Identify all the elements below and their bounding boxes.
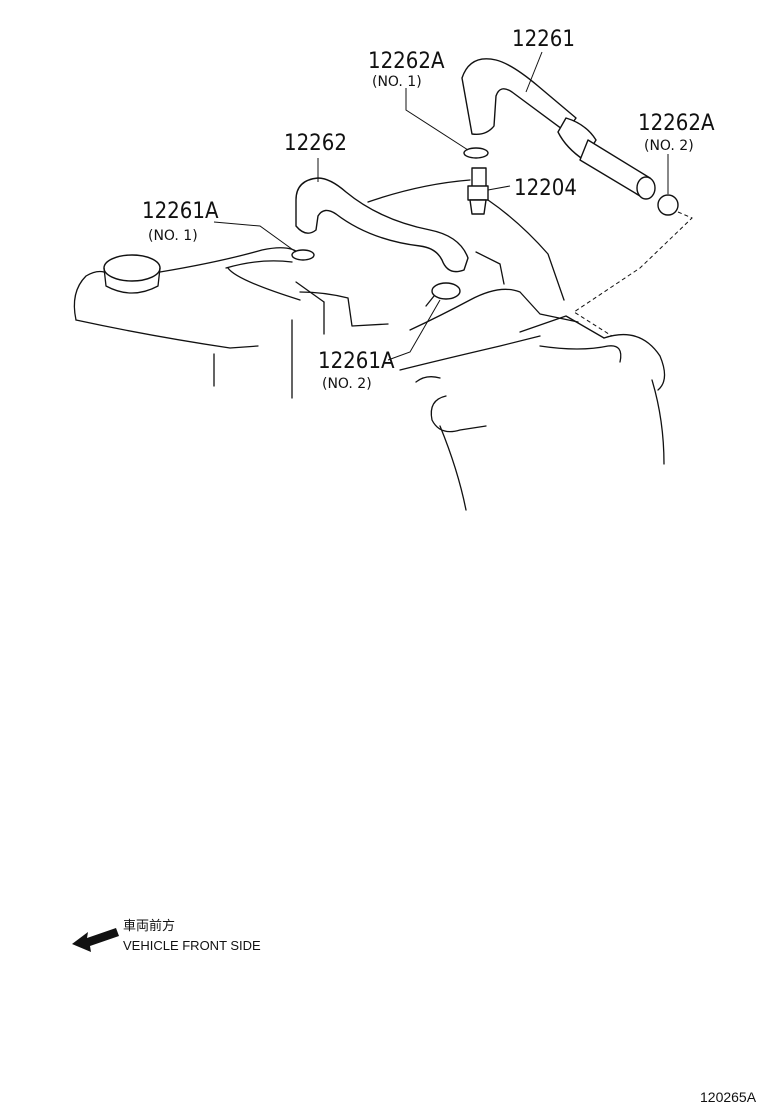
part-note-label: (NO. 2) xyxy=(644,138,694,154)
callout-12261: 12261 xyxy=(512,27,575,52)
clamp-12261a-no2 xyxy=(425,282,461,307)
hose-12262 xyxy=(295,177,469,273)
part-note-label: (NO. 1) xyxy=(148,228,198,244)
callout-12204: 12204 xyxy=(514,176,577,201)
legend-en-label: VEHICLE FRONT SIDE xyxy=(123,938,261,953)
legend-jp-label: 車両前方 xyxy=(123,918,175,933)
part-number-label: 12262A xyxy=(368,49,445,74)
callout-12262: 12262 xyxy=(284,131,347,156)
callout-12262a-no1: 12262A (NO. 1) xyxy=(368,49,445,90)
callout-12261a-no2: 12261A (NO. 2) xyxy=(318,349,395,392)
valve-12204 xyxy=(467,167,489,215)
part-number-label: 12262A xyxy=(638,111,715,136)
part-note-label: (NO. 1) xyxy=(372,74,422,90)
figure-id: 120265A xyxy=(700,1089,757,1105)
engine-outline xyxy=(73,179,666,511)
clamp-12261a-no1 xyxy=(291,249,315,261)
part-number-label: 12261A xyxy=(142,199,219,224)
part-number-label: 12204 xyxy=(514,176,577,201)
leader-lines xyxy=(213,51,693,361)
callout-12262a-no2: 12262A (NO. 2) xyxy=(638,111,715,154)
part-number-label: 12261A xyxy=(318,349,395,374)
part-number-label: 12261 xyxy=(512,27,575,52)
arrow-left-icon xyxy=(72,928,119,952)
callout-12261a-no1: 12261A (NO. 1) xyxy=(142,199,219,244)
part-note-label: (NO. 2) xyxy=(322,376,372,392)
hose-12261 xyxy=(461,58,656,200)
clamp-12262a-no1 xyxy=(463,147,489,159)
clamp-12262a-no2 xyxy=(657,194,679,216)
part-number-label: 12262 xyxy=(284,131,347,156)
vehicle-front-legend: 車両前方 VEHICLE FRONT SIDE xyxy=(72,918,261,953)
